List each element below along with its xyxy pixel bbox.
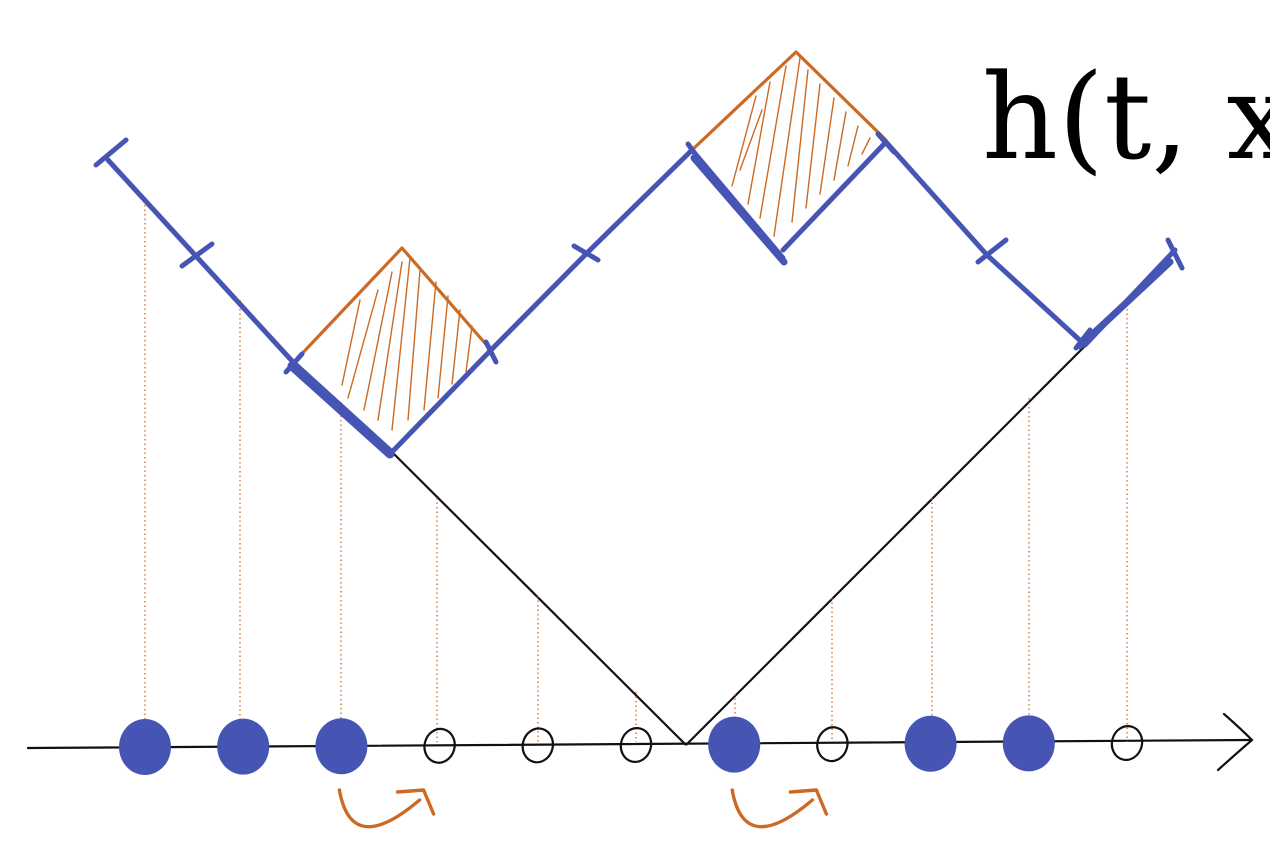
growth-square-left	[294, 246, 493, 431]
particle-sites	[119, 715, 1144, 775]
wedge-left-line	[391, 451, 687, 746]
interface-tick	[483, 339, 499, 365]
interface-path-shadow	[287, 361, 395, 459]
jump-arrows	[337, 788, 829, 829]
interface-path-shadow	[690, 154, 788, 266]
initial-wedge	[391, 344, 1087, 746]
interface-tick	[571, 243, 601, 263]
interface-path-shadow	[1076, 258, 1174, 350]
interface-tick	[685, 141, 701, 161]
occupied-site	[1002, 715, 1055, 772]
occupied-site	[315, 718, 368, 775]
jump-arrow-curve	[730, 788, 815, 829]
interface-tick	[283, 351, 305, 375]
x-axis-arrowhead	[1216, 712, 1254, 772]
interface-tick	[1073, 327, 1093, 351]
interface-tick	[1165, 237, 1185, 271]
empty-site	[1110, 725, 1144, 761]
interface-tick	[975, 237, 1009, 265]
interface-tick	[875, 131, 897, 155]
growth-square-hatching	[731, 57, 871, 237]
interface-tick	[93, 137, 129, 168]
empty-site	[521, 727, 555, 764]
interface-tick	[179, 241, 215, 269]
jump-arrow	[730, 788, 829, 829]
empty-site	[816, 726, 849, 763]
jump-arrow	[337, 788, 436, 829]
occupied-site	[217, 718, 270, 775]
height-function-label: h(t, x)	[982, 48, 1270, 186]
occupied-site	[119, 719, 171, 775]
growth-square-outline	[294, 246, 493, 362]
growth-square-right	[690, 50, 888, 237]
occupied-site	[708, 716, 761, 773]
jump-arrow-head	[788, 788, 829, 816]
growth-square-outline	[690, 50, 888, 152]
interface-path	[105, 147, 786, 455]
jump-arrow-head	[395, 788, 436, 816]
empty-site	[423, 727, 456, 764]
projection-lines	[144, 205, 1128, 742]
jump-arrow-curve	[337, 788, 422, 829]
empty-site	[619, 727, 653, 763]
x-axis-line	[26, 738, 1252, 750]
interface-profile	[93, 131, 1185, 459]
growth-square-hatching	[341, 257, 473, 431]
occupied-site	[904, 715, 957, 772]
wedge-right-line	[685, 344, 1087, 746]
